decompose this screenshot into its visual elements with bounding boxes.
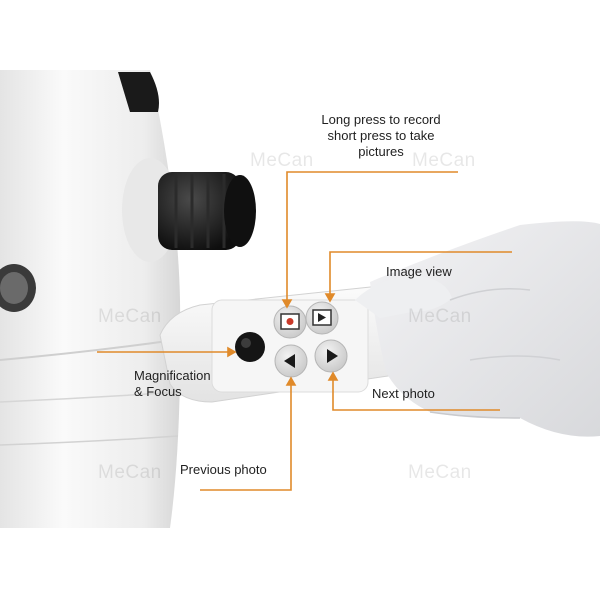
left-triangle-icon [284,354,295,368]
magnification-focus-button[interactable] [235,332,265,362]
focus-knob [122,158,256,262]
record-caption: Long press to record short press to take… [321,112,441,159]
next-photo-arrowhead-icon [327,371,339,381]
watermark: MeCan [98,462,162,483]
magnification-caption: Magnification & Focus [134,368,211,399]
magnification-arrowhead-icon [227,346,237,358]
image-view-button[interactable] [305,301,339,335]
play-triangle-icon [318,313,326,322]
next-photo-leader-line [332,378,500,411]
watermark: MeCan [412,150,476,171]
watermark: MeCan [408,462,472,483]
next-photo-button[interactable] [314,339,348,373]
previous-photo-button[interactable] [274,344,308,378]
watermark: MeCan [98,306,162,327]
gloved-hand [355,221,600,437]
microscope-body [0,70,181,528]
record-photo-button[interactable] [273,305,307,339]
right-triangle-icon [327,349,338,363]
image-view-caption: Image view [386,264,452,279]
image-view-arrowhead-icon [324,293,336,303]
previous-photo-caption: Previous photo [180,462,267,477]
next-photo-caption: Next photo [372,386,435,401]
image-view-leader-line [329,251,512,296]
record-arrowhead-icon [281,299,293,309]
record-leader-line [286,171,458,302]
previous-photo-leader-line [200,383,292,491]
previous-photo-arrowhead-icon [285,376,297,386]
watermark: MeCan [250,150,314,171]
record-dot-icon [286,318,294,325]
watermark: MeCan [408,306,472,327]
